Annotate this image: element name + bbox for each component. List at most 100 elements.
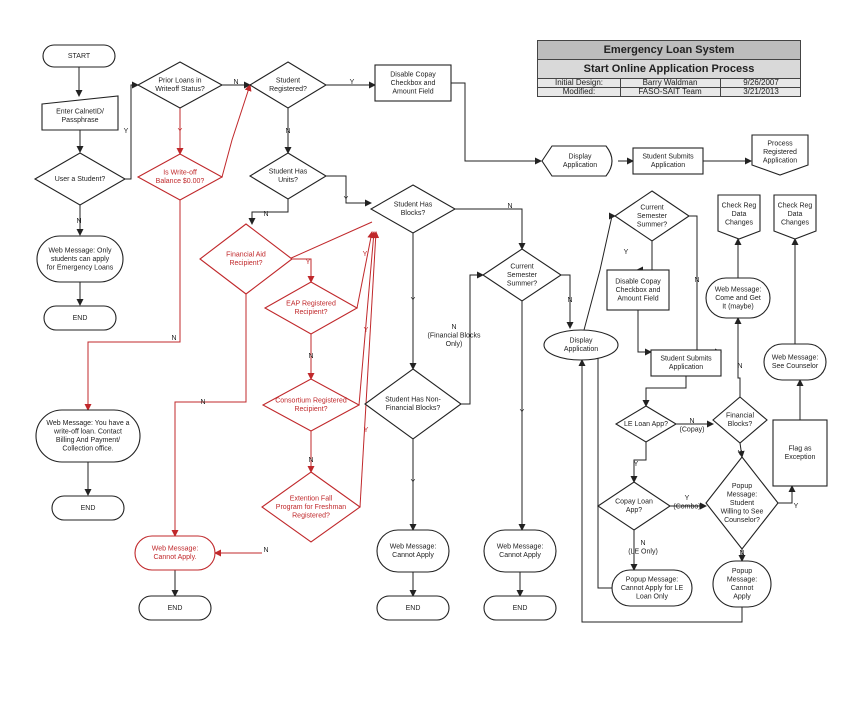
check-reg-data-changes-2-label: Changes: [781, 219, 810, 226]
web-message-come-and-get-it: [705, 277, 771, 319]
popup-cannot-apply-label: Message:: [727, 577, 757, 584]
copay-loan-app-decision-label: App?: [626, 507, 642, 514]
edge-label-no-le-only: (LE Only): [628, 548, 658, 555]
writeoff-balance-zero-decision-label: Is Write-off: [163, 170, 197, 177]
connector-arrow: [461, 271, 484, 405]
current-semester-summer-decision-1-label: Summer?: [507, 280, 537, 287]
financial-aid-recipient-decision: [199, 223, 293, 295]
edge-label-no: N: [76, 218, 81, 225]
connector-arrow: [292, 258, 315, 283]
web-message-cannot-apply-red-label: Cannot Apply.: [153, 554, 196, 561]
edge-label-yes: Y: [350, 79, 355, 86]
revision-label: Modified:: [538, 88, 621, 96]
connector-arrow: [583, 212, 616, 331]
connector-arrow: [637, 310, 652, 356]
edge-label-yes: Y: [738, 450, 743, 457]
check-reg-data-changes-1-label: Check Reg: [722, 202, 757, 209]
connector-arrow: [84, 200, 181, 411]
connector-arrow: [326, 175, 372, 207]
connector-arrow: [734, 317, 742, 397]
web-message-cannot-apply-1-label: Web Message:: [390, 544, 437, 551]
edge-label-yes-combo: Y: [685, 495, 690, 502]
current-semester-summer-decision-2-label: Summer?: [637, 221, 667, 228]
student-submits-application-1: [632, 147, 704, 175]
process-registered-application: [751, 134, 809, 176]
edge-label-yes: Y: [363, 251, 368, 258]
end-terminator-2: [51, 495, 125, 521]
web-message-writeoff-loan-label: Collection office.: [62, 446, 113, 453]
connector-arrow: [359, 231, 380, 508]
popup-willing-see-counselor-decision-label: Willing to See: [721, 508, 764, 515]
connector-arrow: [737, 442, 745, 458]
student-submits-application-2-label: Application: [669, 364, 703, 371]
financial-aid-recipient-decision-label: Financial Aid: [226, 252, 266, 259]
edge-label-no-copay: N: [689, 418, 694, 425]
copay-loan-app-decision-label: Copay Loan: [615, 499, 653, 506]
student-non-financial-blocks-decision-label: Financial Blocks?: [386, 405, 441, 412]
web-message-cannot-apply-1-label: Cannot Apply: [392, 552, 434, 559]
end-terminator-2-label: END: [81, 505, 96, 512]
end-terminator-3: [138, 595, 212, 621]
edge-label-no-financial-blocks-only: N: [451, 324, 456, 331]
student-submits-application-2-label: Student Submits: [660, 356, 712, 363]
flag-as-exception-step-label: Flag as: [789, 446, 812, 453]
edge-label-yes: Y: [124, 128, 129, 135]
connector-arrow: [451, 82, 542, 165]
web-message-only-students-label: for Emergency Loans: [47, 264, 114, 271]
web-message-only-students-label: students can apply: [51, 256, 110, 263]
edge-label-no: N: [507, 203, 512, 210]
popup-cannot-apply-le-only-label: Cannot Apply for LE: [621, 585, 684, 592]
check-reg-data-changes-2-label: Data: [788, 211, 803, 218]
display-application-1-label: Display: [569, 154, 592, 161]
flag-as-exception-step-label: Exception: [785, 454, 816, 461]
edge-label-no-financial-blocks-only: Only): [446, 341, 463, 348]
end-terminator-3-label: END: [168, 605, 183, 612]
connector-arrow: [125, 81, 139, 180]
student-submits-application-1-label: Student Submits: [642, 154, 694, 161]
prior-loans-writeoff-decision-label: Writeoff Status?: [155, 86, 205, 93]
edge-label-no-le-only: N: [640, 540, 645, 547]
web-message-writeoff-loan-label: Billing And Payment/: [56, 437, 120, 444]
revision-date: 9/26/2007: [743, 78, 779, 87]
end-terminator-5: [483, 595, 557, 621]
popup-cannot-apply-le-only: [611, 569, 693, 607]
connector-arrow: [171, 294, 247, 537]
end-terminator-5-label: END: [513, 605, 528, 612]
popup-cannot-apply-label: Popup: [732, 568, 752, 575]
copay-loan-app-decision: [597, 481, 671, 531]
connector-arrow: [455, 208, 526, 250]
extension-fall-program-decision-label: Extention Fall: [290, 495, 333, 502]
connector-arrow: [778, 485, 796, 504]
start-terminator-label: START: [68, 53, 91, 60]
student-has-blocks-decision-label: Student Has: [394, 202, 433, 209]
check-reg-data-changes-1-label: Data: [732, 211, 747, 218]
web-message-see-counselor-label: Web Message:: [772, 355, 819, 362]
edge-label-yes: Y: [364, 427, 369, 434]
writeoff-balance-zero-decision-label: Balance $0.00?: [156, 178, 205, 185]
end-terminator-1: [43, 305, 117, 331]
revision-author: FASO-SAIT Team: [620, 88, 721, 96]
web-message-come-and-get-it-label: Web Message:: [715, 286, 762, 293]
disable-copay-step-1: [374, 64, 452, 102]
web-message-cannot-apply-red-label: Web Message:: [152, 546, 199, 553]
student-non-financial-blocks-decision-label: Student Has Non-: [385, 397, 441, 404]
edge-label-no-financial-blocks-only: (Financial Blocks: [428, 332, 481, 339]
revision-author: Barry Waldman: [620, 79, 721, 87]
disable-copay-step-1-label: Amount Field: [392, 88, 433, 95]
edge-label-no: N: [263, 547, 268, 554]
edge-label-no: N: [737, 363, 742, 370]
check-reg-data-changes-2: [773, 194, 817, 240]
edge-label-no: N: [739, 550, 744, 557]
extension-fall-program-decision-label: Program for Freshman: [276, 504, 347, 511]
process-registered-application-label: Registered: [763, 149, 797, 156]
student-non-financial-blocks-decision: [364, 368, 462, 440]
extension-fall-program-decision-label: Registered?: [292, 512, 330, 519]
edge-label-no: N: [285, 128, 290, 135]
web-message-cannot-apply-2-label: Cannot Apply: [499, 552, 541, 559]
edge-label-yes: Y: [178, 128, 183, 135]
edge-label-no: N: [200, 399, 205, 406]
title-block: Emergency Loan System Start Online Appli…: [537, 40, 801, 98]
process-registered-application-label: Process: [767, 140, 793, 147]
diagram-title: Emergency Loan System: [537, 40, 801, 60]
student-has-units-decision-label: Units?: [278, 177, 298, 184]
